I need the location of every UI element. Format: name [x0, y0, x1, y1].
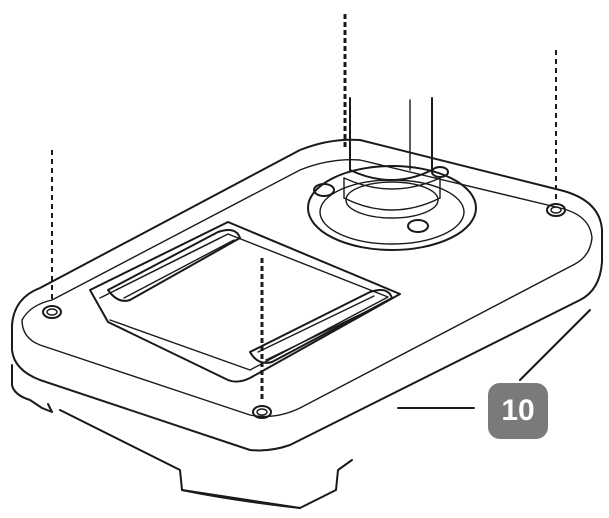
base-holes: [42, 203, 566, 419]
pole-flange: [307, 165, 477, 251]
flange-bolts: [313, 166, 449, 233]
base-skirt: [11, 309, 591, 509]
hole-back-right: [546, 203, 566, 217]
callout-badge: 10: [488, 383, 548, 439]
hole-front-center: [252, 405, 272, 419]
callout-label: 10: [501, 394, 535, 427]
slot-left: [107, 229, 241, 302]
vertical-pole: [343, 97, 441, 211]
alignment-lines: [51, 14, 557, 402]
slot-right: [249, 289, 393, 364]
hole-front-left: [42, 305, 62, 319]
base-plate: [11, 138, 603, 452]
